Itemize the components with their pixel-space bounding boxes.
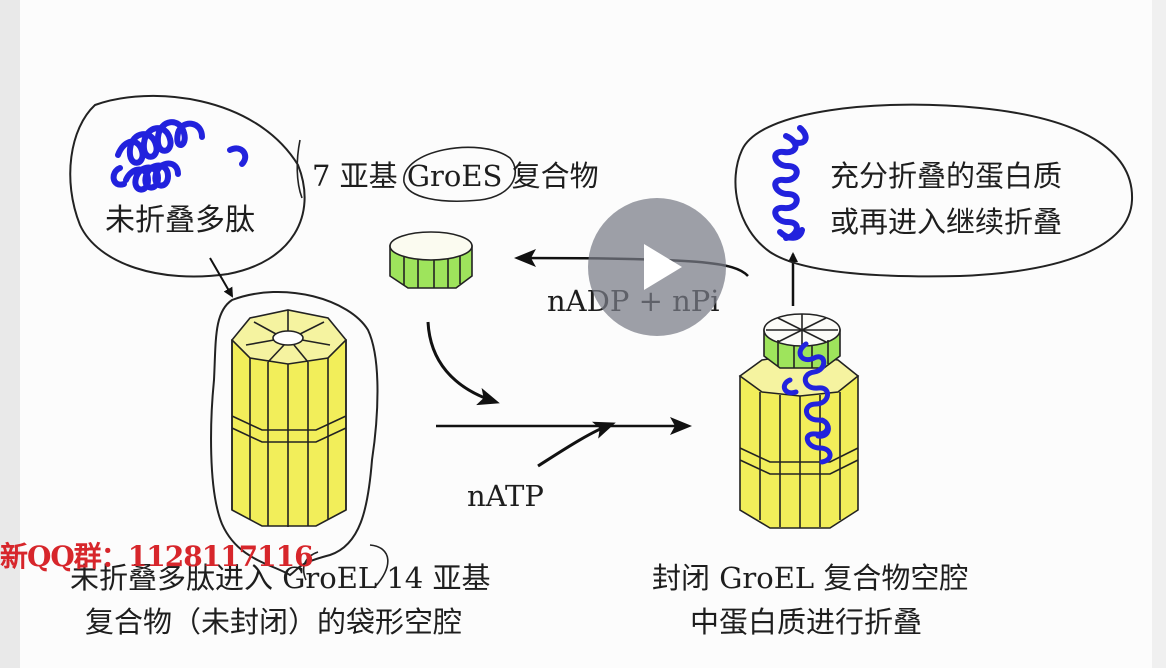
sealed-groel-label-line1: 封闭 GroEL 复合物空腔: [652, 561, 969, 595]
groes-complex-label: 7 亚基 GroES 复合物: [312, 159, 599, 193]
unfolded-peptide-coil: [110, 119, 249, 193]
groel-entry-label-line1: 未折叠多肽进入 GroEL 14 亚基: [70, 561, 491, 595]
play-button[interactable]: [588, 198, 726, 336]
folded-protein-coil: [772, 125, 809, 241]
right-panel-edge: [1152, 0, 1166, 668]
play-icon: [644, 244, 682, 290]
groes-cap: [389, 231, 473, 289]
left-panel-edge: [0, 0, 20, 668]
atp-label: nATP: [467, 479, 544, 513]
groel-entry-loop: [210, 291, 379, 577]
watermark-text: 新QQ群：1128117116: [0, 540, 314, 573]
folded-protein-bubble: [734, 103, 1134, 278]
folded-protein-label-line1: 充分折叠的蛋白质: [830, 159, 1063, 193]
groel-sealed-barrel: [738, 313, 860, 529]
unfolded-peptide-label: 未折叠多肽: [105, 203, 255, 238]
groel-open-barrel: [230, 309, 348, 527]
groel-entry-label-line2: 复合物（未封闭）的袋形空腔: [85, 605, 463, 639]
folded-protein-label-line2: 或再进入继续折叠: [830, 205, 1063, 239]
unfolded-peptide-bubble: [69, 94, 306, 278]
folding-protein-coil: [781, 341, 833, 465]
sealed-groel-label-line2: 中蛋白质进行折叠: [690, 605, 923, 639]
